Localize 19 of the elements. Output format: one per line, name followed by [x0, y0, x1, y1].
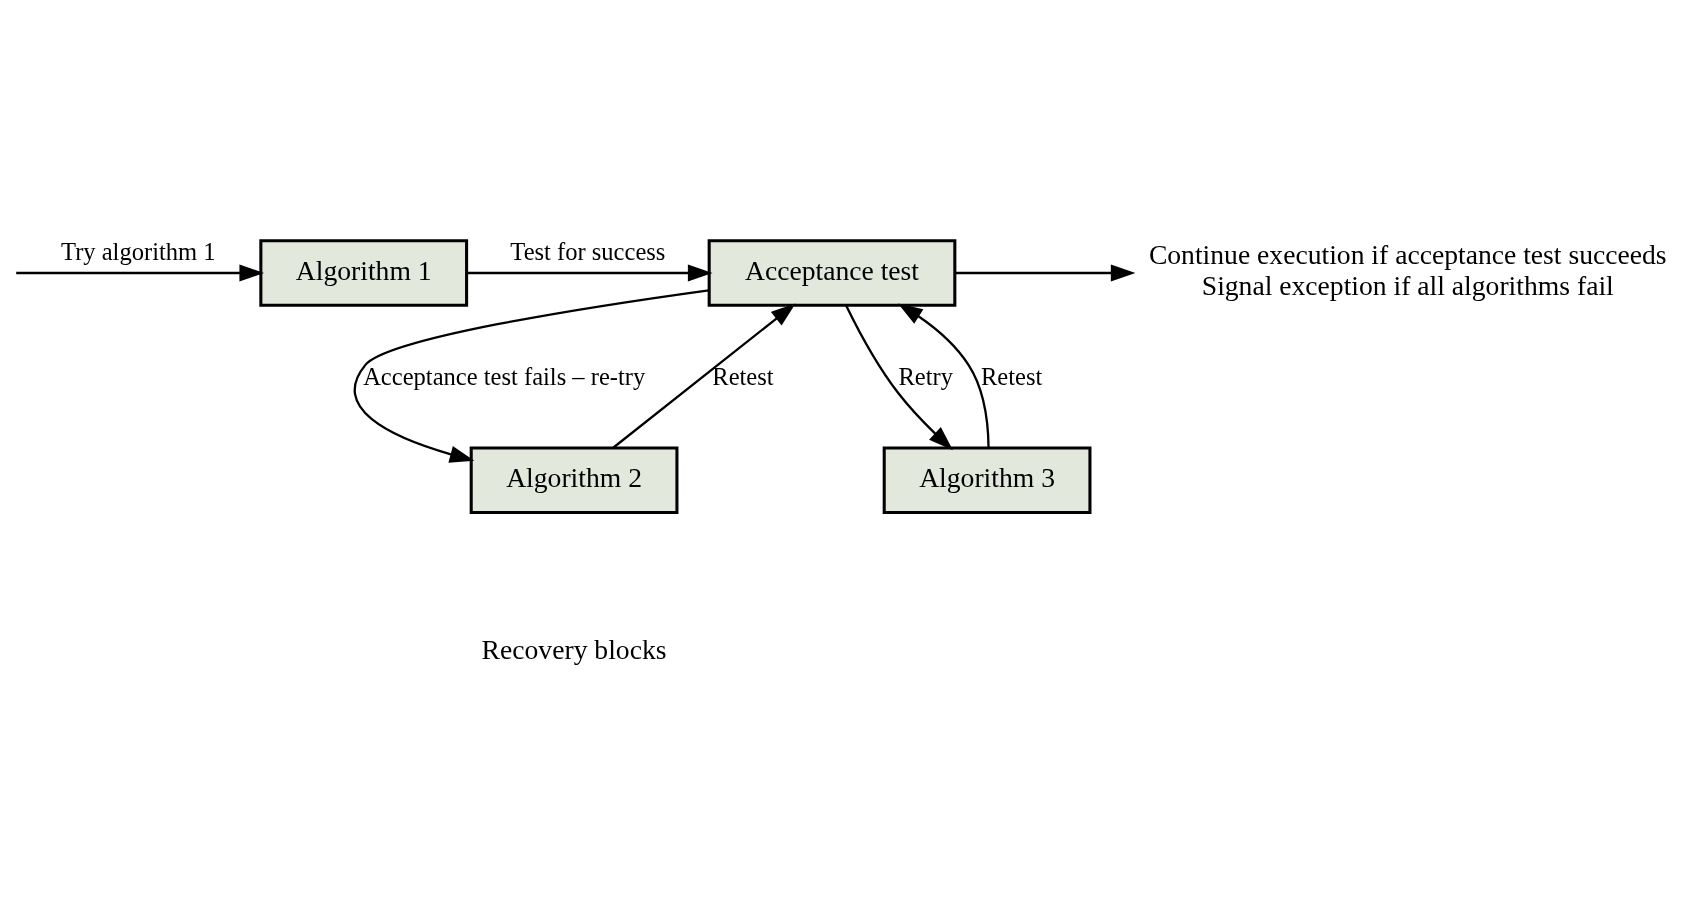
- edge-label: Try algorithm 1: [61, 237, 216, 265]
- arrow: [353, 288, 709, 463]
- edge-label: Retry: [898, 362, 953, 390]
- node-box: Algorithm 2: [469, 446, 679, 514]
- edge-label: Retest: [712, 362, 774, 390]
- arrow: [16, 263, 264, 282]
- edge-label: Test for success: [510, 237, 666, 265]
- edge-label: Retest: [980, 362, 1043, 390]
- node-box: Algorithm 1: [259, 238, 469, 307]
- node-text: Continue execution if acceptance test succeeds Signal exception if all algorithms fail: [1148, 238, 1667, 301]
- label: Recovery blocks: [481, 633, 667, 665]
- arrow: [845, 304, 953, 450]
- node-box: Acceptance test: [707, 238, 957, 307]
- edge-label: Acceptance test fails – re-try: [363, 362, 646, 390]
- arrow: [467, 263, 713, 282]
- node-box: Algorithm 3: [882, 446, 1092, 514]
- arrow: [898, 302, 990, 448]
- arrow: [612, 302, 796, 449]
- arrow: [955, 263, 1136, 282]
